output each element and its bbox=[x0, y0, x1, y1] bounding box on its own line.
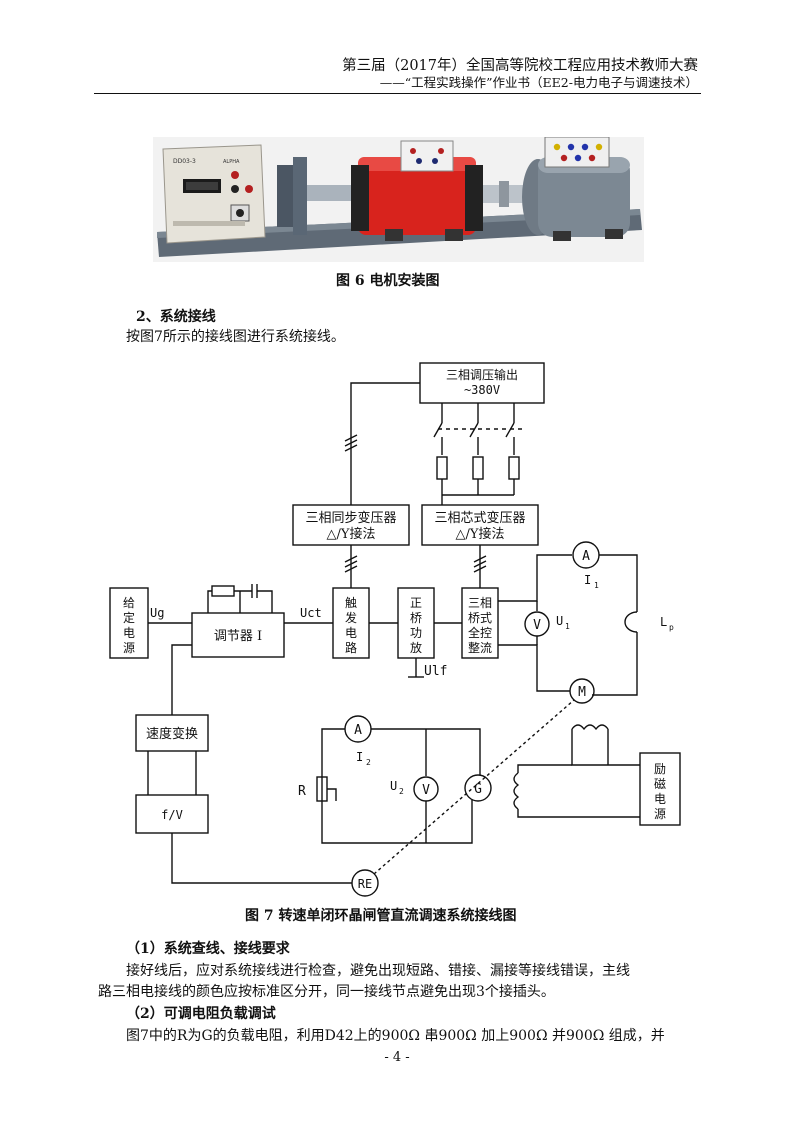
lp-label: L bbox=[660, 615, 667, 629]
section-1-line-1: 接好线后，应对系统接线进行检查，避免出现短路、错接、漏接等接线错误，主线 bbox=[126, 963, 630, 979]
excite-char-1: 励 bbox=[654, 762, 666, 776]
figure6-caption: 图 6 电机安装图 bbox=[336, 273, 440, 289]
svg-text:A: A bbox=[354, 723, 362, 738]
core-transformer-conn: △/Y接法 bbox=[456, 526, 505, 542]
motor-installation-image: DD03-3 ALPHA bbox=[153, 136, 644, 262]
panel-model-label: DD03-3 bbox=[173, 158, 196, 165]
u2-sub: 2 bbox=[399, 787, 404, 796]
excite-char-2: 磁 bbox=[654, 776, 666, 791]
excite-char-3: 电 bbox=[654, 792, 666, 806]
svg-text:RE: RE bbox=[358, 877, 372, 891]
section2-text: 按图7所示的接线图进行系统接线。 bbox=[126, 329, 345, 345]
figure7-caption: 图 7 转速单闭环晶闸管直流调速系统接线图 bbox=[245, 908, 517, 924]
i2-label: I bbox=[356, 750, 363, 764]
ulf-label: Ulf bbox=[424, 664, 447, 679]
speed-conv-box bbox=[135, 714, 209, 752]
given-power-char-2: 定 bbox=[123, 610, 135, 625]
rect-char-3: 全控 bbox=[468, 625, 492, 640]
section-1-heading: （1）系统查线、接线要求 bbox=[126, 941, 290, 957]
svg-text:V: V bbox=[533, 618, 541, 633]
u2-label: U bbox=[390, 779, 397, 793]
panel-brand-label: ALPHA bbox=[223, 159, 240, 165]
rect-char-1: 三相 bbox=[468, 596, 492, 610]
header-subtitle: ——“工程实践操作”作业书（EE2-电力电子与调速技术） bbox=[379, 75, 698, 90]
uct-label: Uct bbox=[300, 606, 322, 620]
svg-text:A: A bbox=[582, 549, 590, 564]
ug-label: Ug bbox=[150, 606, 164, 620]
excite-power-box bbox=[639, 752, 681, 826]
amp-char-1: 正 bbox=[410, 596, 422, 610]
voltage-label: ~380V bbox=[464, 383, 500, 397]
excite-char-4: 源 bbox=[654, 807, 666, 821]
page-number: - 4 - bbox=[384, 1050, 410, 1065]
i2-sub: 2 bbox=[366, 758, 371, 767]
given-power-char-4: 源 bbox=[123, 641, 135, 655]
header-rule bbox=[94, 93, 701, 94]
three-phase-output-label: 三相调压输出 bbox=[446, 367, 518, 382]
trigger-char-1: 触 bbox=[345, 596, 357, 610]
u1-label: U bbox=[556, 614, 563, 628]
generator-g bbox=[464, 774, 492, 802]
given-power-char-1: 给 bbox=[123, 596, 135, 610]
header-title: 第三届（2017年）全国高等院校工程应用技术教师大赛 bbox=[342, 58, 698, 74]
trigger-char-2: 发 bbox=[345, 610, 357, 625]
rectifier-box bbox=[461, 587, 499, 659]
speed-conv-label: 速度变换 bbox=[146, 726, 198, 742]
svg-text:M: M bbox=[578, 685, 586, 700]
given-power-char-3: 电 bbox=[123, 626, 135, 640]
encoder-re bbox=[351, 869, 379, 897]
wiring-diagram: 三相调压输出 ~380V 三相同步变压器 △/Y接法 三相芯式变压器 △/Y接法… bbox=[109, 362, 681, 897]
regulator-label: 调节器 I bbox=[214, 629, 262, 644]
trigger-char-4: 路 bbox=[345, 640, 357, 655]
i1-sub: 1 bbox=[594, 581, 599, 590]
rect-char-2: 桥式 bbox=[468, 611, 492, 625]
amp-char-4: 放 bbox=[410, 640, 422, 655]
sync-transformer-conn: △/Y接法 bbox=[327, 526, 376, 542]
section-1-line-2: 路三相电接线的颜色应按标准区分开，同一接线节点避免出现3个接插头。 bbox=[98, 984, 555, 1000]
amp-char-3: 功 bbox=[410, 626, 422, 640]
section-2-heading: （2）可调电阻负载调试 bbox=[126, 1006, 276, 1022]
trigger-char-3: 电 bbox=[345, 626, 357, 640]
sync-transformer-label: 三相同步变压器 bbox=[305, 510, 396, 526]
lp-sub: p bbox=[669, 623, 674, 632]
rect-char-4: 整流 bbox=[468, 640, 492, 655]
u1-sub: 1 bbox=[565, 622, 570, 631]
section-2-line: 图7中的R为G的负载电阻，利用D42上的900Ω 串900Ω 加上900Ω 并9… bbox=[126, 1028, 665, 1044]
svg-text:V: V bbox=[422, 783, 430, 798]
core-transformer-label: 三相芯式变压器 bbox=[434, 510, 525, 526]
section2-heading: 2、系统接线 bbox=[136, 309, 216, 325]
i1-label: I bbox=[584, 573, 591, 587]
regulator-box bbox=[191, 612, 285, 658]
svg-text:G: G bbox=[474, 782, 482, 797]
r-label: R bbox=[298, 784, 306, 799]
fv-label: f/V bbox=[161, 808, 183, 822]
amp-char-2: 桥 bbox=[410, 611, 422, 625]
